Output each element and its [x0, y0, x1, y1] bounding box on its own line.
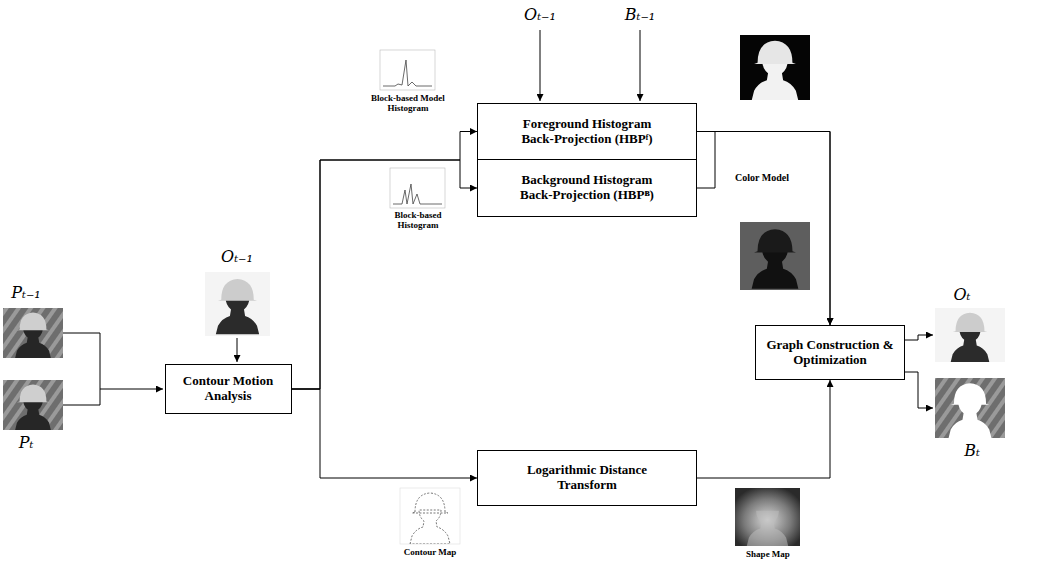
- variable-label: Oₜ: [953, 286, 970, 304]
- shape-map: [735, 488, 800, 546]
- box-label: Graph Construction & Optimization: [762, 338, 898, 368]
- previous-object: [205, 272, 270, 336]
- variable-label: Pₜ₋₁: [11, 284, 41, 302]
- image-caption: Shape Map: [728, 550, 808, 560]
- image-caption: Contour Map: [390, 548, 470, 558]
- object-ground: [205, 272, 270, 336]
- output-object: [935, 308, 1005, 362]
- helmet: [17, 312, 49, 330]
- input-frame-prev: [3, 308, 63, 358]
- person-silhouette: [752, 249, 799, 289]
- hole-helmet: [951, 383, 990, 404]
- process-box: Foreground Histogram Back-Projection (HB…: [477, 103, 697, 160]
- process-box: Logarithmic Distance Transform: [477, 450, 697, 506]
- flow-arrow: [292, 389, 478, 478]
- output-background: [935, 378, 1005, 438]
- box-label: Foreground Histogram Back-Projection (HB…: [517, 117, 657, 147]
- histogram-frame: [380, 50, 435, 90]
- background-mask: [740, 222, 810, 290]
- mask-ground: [740, 35, 810, 100]
- process-box: Contour Motion Analysis: [165, 364, 292, 414]
- hole-silhouette: [949, 402, 992, 438]
- photo-ground: [3, 380, 63, 430]
- flow-arrow: [292, 160, 478, 389]
- helmet: [218, 279, 257, 301]
- background-ground: [935, 378, 1005, 438]
- flow-arrow: [697, 132, 830, 326]
- histogram-frame: [390, 168, 445, 208]
- block-histogram: [390, 168, 445, 208]
- variable-label: Pₜ: [19, 434, 34, 452]
- helmet: [754, 41, 796, 64]
- helmet: [17, 384, 49, 402]
- model-arrow: [640, 30, 641, 101]
- input-frame-current: [3, 380, 63, 430]
- person-silhouette: [752, 61, 798, 100]
- box-label: Logarithmic Distance Transform: [512, 463, 662, 493]
- variable-label: Bₜ₋₁: [625, 6, 656, 24]
- contour-outline: [410, 510, 450, 544]
- photo-ground: [3, 308, 63, 358]
- process-box: Graph Construction & Optimization: [755, 325, 905, 380]
- histogram-curve: [383, 60, 432, 86]
- image-caption: Block-based Histogram: [383, 211, 453, 231]
- variable-label: Oₜ₋₁: [221, 248, 253, 266]
- helmet: [953, 313, 988, 332]
- shape-core: [747, 511, 788, 546]
- group-label: Color Model: [735, 172, 789, 183]
- model-histogram: [380, 50, 435, 90]
- output-arrow: [905, 372, 933, 408]
- process-box: Background Histogram Back-Projection (HB…: [477, 159, 697, 217]
- input-arrow: [63, 333, 163, 389]
- mask-ground: [740, 222, 810, 290]
- image-caption: Block-based Model Histogram: [367, 94, 449, 114]
- box-label: Contour Motion Analysis: [172, 374, 284, 404]
- box-label: Background Histogram Back-Projection (HB…: [517, 173, 657, 203]
- person-silhouette: [216, 298, 259, 335]
- variable-label: Bₜ: [964, 442, 980, 460]
- flow-arrow: [697, 132, 830, 326]
- person-silhouette: [15, 400, 51, 430]
- contour-outline: [412, 493, 448, 513]
- output-arrow: [905, 335, 933, 340]
- object-ground: [935, 308, 1005, 362]
- distance-map: [735, 488, 800, 546]
- model-arrow: [540, 30, 541, 101]
- person-silhouette: [15, 328, 51, 358]
- foreground-mask: [740, 35, 810, 100]
- map-frame: [400, 488, 460, 544]
- helmet: [754, 229, 796, 252]
- histogram-curve: [393, 184, 442, 204]
- input-arrows: [63, 30, 933, 408]
- flow-arrow: [292, 132, 478, 390]
- input-arrow: [63, 389, 100, 405]
- object-arrow: [237, 338, 238, 362]
- contour-map: [400, 488, 460, 544]
- flow-arrow: [697, 380, 830, 478]
- variable-label: Oₜ₋₁: [524, 6, 556, 24]
- person-silhouette: [951, 329, 990, 362]
